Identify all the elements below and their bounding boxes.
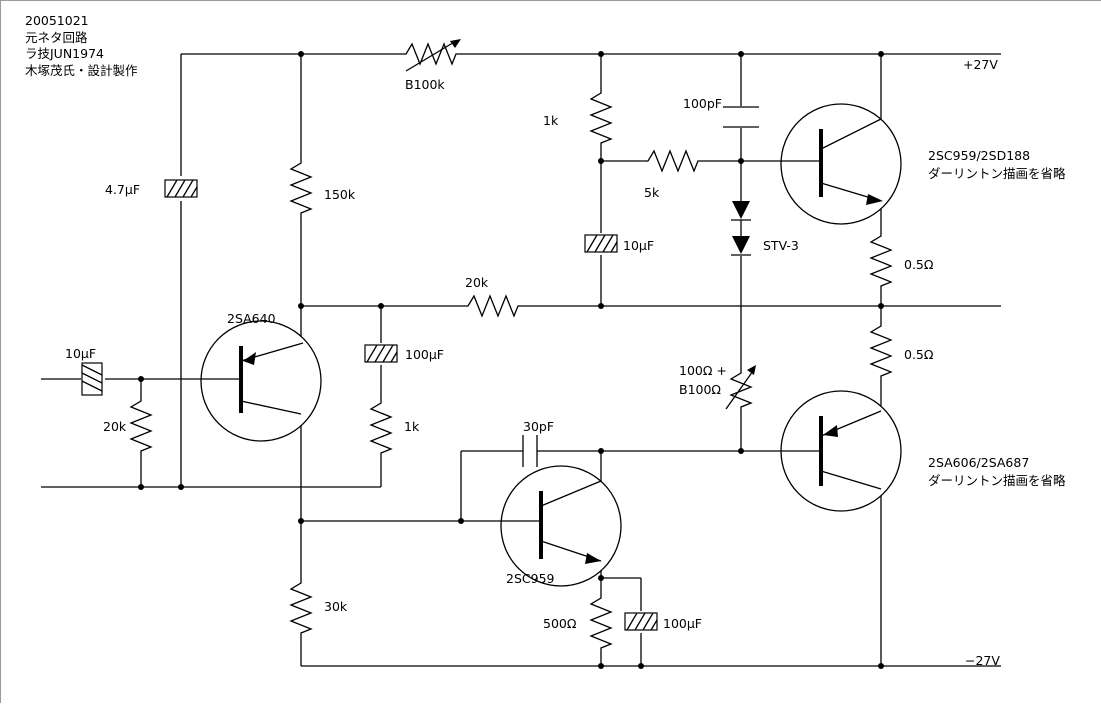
label-c-10uf-input: 10μF — [65, 346, 96, 361]
label-r-30k: 30k — [324, 599, 348, 614]
label-c-100uf-feedback: 100μF — [405, 347, 444, 362]
resistor-30k — [289, 576, 313, 638]
labels: +27V −27V B100k 4.7μF 150k 1k 100pF 5k 1… — [65, 57, 1066, 668]
label-vr-bias-2: B100Ω — [679, 382, 721, 397]
header-line-2: ラ技JUN1974 — [25, 46, 104, 61]
transistor-2sc959-driver — [500, 465, 622, 587]
label-c-100pf: 100pF — [683, 96, 722, 111]
label-r-05-upper: 0.5Ω — [904, 257, 934, 272]
label-c-10uf-mid: 10μF — [623, 238, 654, 253]
transistor-2sa640 — [200, 320, 322, 442]
resistor-20k-mid — [461, 294, 521, 318]
label-r-1k-feedback: 1k — [404, 419, 420, 434]
vr-bias — [729, 366, 753, 413]
label-r-150k: 150k — [324, 187, 356, 202]
resistor-5k — [641, 149, 703, 173]
label-q-upper-2: ダーリントン描画を省略 — [928, 166, 1066, 181]
resistor-20k-input — [129, 394, 153, 456]
label-c-30pf: 30pF — [523, 419, 554, 434]
vr-b100k — [399, 42, 461, 66]
label-c-4-7uf: 4.7μF — [105, 182, 140, 197]
label-vr-b100k: B100k — [405, 77, 445, 92]
header-notes: 20051021 元ネタ回路 ラ技JUN1974 木塚茂氏・設計製作 — [25, 13, 138, 79]
cap-30pf — [522, 435, 538, 467]
label-diode-stv3: STV-3 — [763, 238, 799, 253]
label-r-05-lower: 0.5Ω — [904, 347, 934, 362]
label-positive-rail: +27V — [963, 57, 998, 72]
resistors — [129, 39, 893, 653]
label-r-20k-input: 20k — [103, 419, 127, 434]
resistor-05-lower — [869, 319, 893, 381]
resistor-150k — [289, 156, 313, 219]
label-r-1k-top: 1k — [543, 113, 559, 128]
label-q-2sa640: 2SA640 — [227, 311, 276, 326]
diodes-stv3 — [731, 201, 751, 256]
label-r-500: 500Ω — [543, 616, 577, 631]
cap-10uf-input — [81, 362, 103, 396]
label-c-100uf-emitter: 100μF — [663, 616, 702, 631]
transistor-upper-output — [780, 103, 902, 225]
header-line-1: 元ネタ回路 — [25, 29, 88, 45]
cap-100uf-emitter — [624, 612, 658, 631]
cap-10uf-mid — [584, 234, 618, 253]
label-q-2sc959: 2SC959 — [506, 571, 555, 586]
cap-100uf-feedback — [364, 344, 398, 363]
capacitors — [81, 106, 759, 631]
cap-4-7uf — [164, 179, 198, 198]
header-line-3: 木塚茂氏・設計製作 — [25, 62, 138, 78]
resistor-1k-feedback — [369, 396, 393, 458]
label-q-upper-1: 2SC959/2SD188 — [928, 148, 1030, 163]
label-r-5k: 5k — [644, 185, 660, 200]
resistor-500 — [589, 591, 613, 653]
label-r-20k-mid: 20k — [465, 275, 489, 290]
resistor-05-upper — [869, 229, 893, 291]
cap-100pf — [723, 106, 759, 128]
resistor-1k-top — [589, 86, 613, 148]
label-negative-rail: −27V — [965, 653, 1000, 668]
junction-dots — [138, 51, 884, 669]
label-vr-bias-1: 100Ω + — [679, 363, 727, 378]
label-q-lower-1: 2SA606/2SA687 — [928, 455, 1029, 470]
label-q-lower-2: ダーリントン描画を省略 — [928, 473, 1066, 488]
transistor-lower-output — [780, 390, 902, 512]
header-date: 20051021 — [25, 13, 89, 28]
